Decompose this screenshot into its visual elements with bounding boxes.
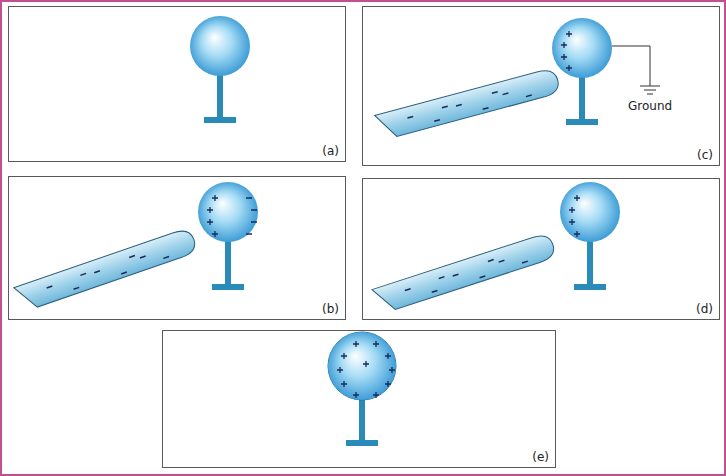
panel-box: (b) — [8, 176, 346, 320]
panel-box: (a) — [8, 6, 346, 162]
panel-label: (e) — [532, 450, 549, 464]
panel-label: (a) — [322, 144, 339, 158]
ground-label: Ground — [628, 99, 672, 113]
panel-box: (c) — [362, 6, 720, 166]
panel-box: (e) — [162, 330, 556, 468]
panel-label: (b) — [322, 302, 339, 316]
panel-label: (c) — [697, 148, 713, 162]
panel-box: (d) — [362, 178, 720, 320]
panel-label: (d) — [696, 302, 713, 316]
